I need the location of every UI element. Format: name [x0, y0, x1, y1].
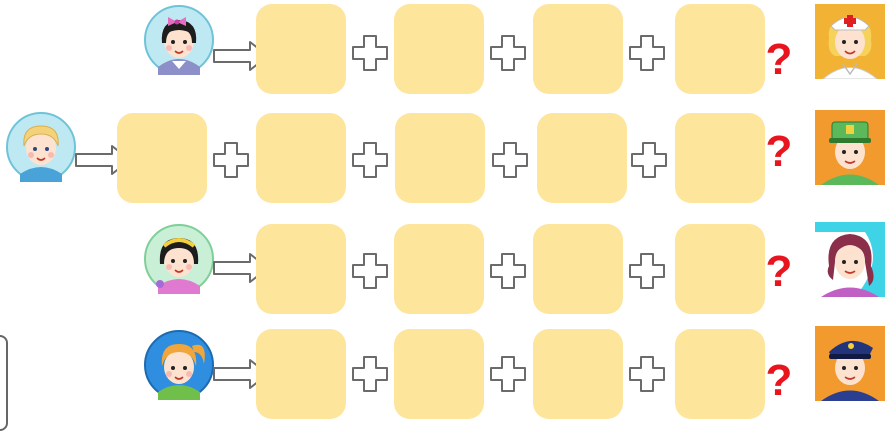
answer-box[interactable] [394, 329, 484, 419]
question-mark: ? [765, 356, 793, 405]
answer-box[interactable] [394, 224, 484, 314]
answer-box[interactable] [256, 329, 346, 419]
answer-box[interactable] [675, 4, 765, 94]
answer-box[interactable] [675, 329, 765, 419]
plus-icon [490, 35, 526, 71]
answer-box[interactable] [394, 4, 484, 94]
plus-icon [352, 356, 388, 392]
answer-box[interactable] [533, 329, 623, 419]
plus-icon [352, 142, 388, 178]
plus-icon [352, 253, 388, 289]
answer-box[interactable] [256, 113, 346, 203]
plus-icon [213, 142, 249, 178]
bus-driver-avatar [815, 110, 885, 185]
answer-box[interactable] [537, 113, 627, 203]
plus-icon [490, 356, 526, 392]
answer-box[interactable] [256, 4, 346, 94]
police-officer-avatar [815, 326, 885, 401]
nurse-avatar [815, 4, 885, 79]
plus-icon [629, 253, 665, 289]
girl-headband-avatar [144, 224, 214, 294]
answer-box[interactable] [117, 113, 207, 203]
plus-icon [352, 35, 388, 71]
plus-icon [490, 253, 526, 289]
answer-box[interactable] [395, 113, 485, 203]
side-panel-edge [0, 335, 8, 431]
answer-box[interactable] [675, 224, 765, 314]
ponytail-girl-avatar [144, 330, 214, 400]
question-mark: ? [765, 35, 793, 84]
answer-box[interactable] [533, 224, 623, 314]
girl-bow-avatar [144, 5, 214, 75]
blond-boy-avatar [6, 112, 76, 182]
plus-icon [629, 356, 665, 392]
answer-box[interactable] [256, 224, 346, 314]
plus-icon [629, 35, 665, 71]
plus-icon [492, 142, 528, 178]
answer-box[interactable] [533, 4, 623, 94]
puzzle-stage: ? ? [0, 4, 885, 431]
woman-worker-avatar [815, 222, 885, 297]
question-mark: ? [765, 127, 793, 176]
plus-icon [631, 142, 667, 178]
answer-box[interactable] [675, 113, 765, 203]
question-mark: ? [765, 247, 793, 296]
